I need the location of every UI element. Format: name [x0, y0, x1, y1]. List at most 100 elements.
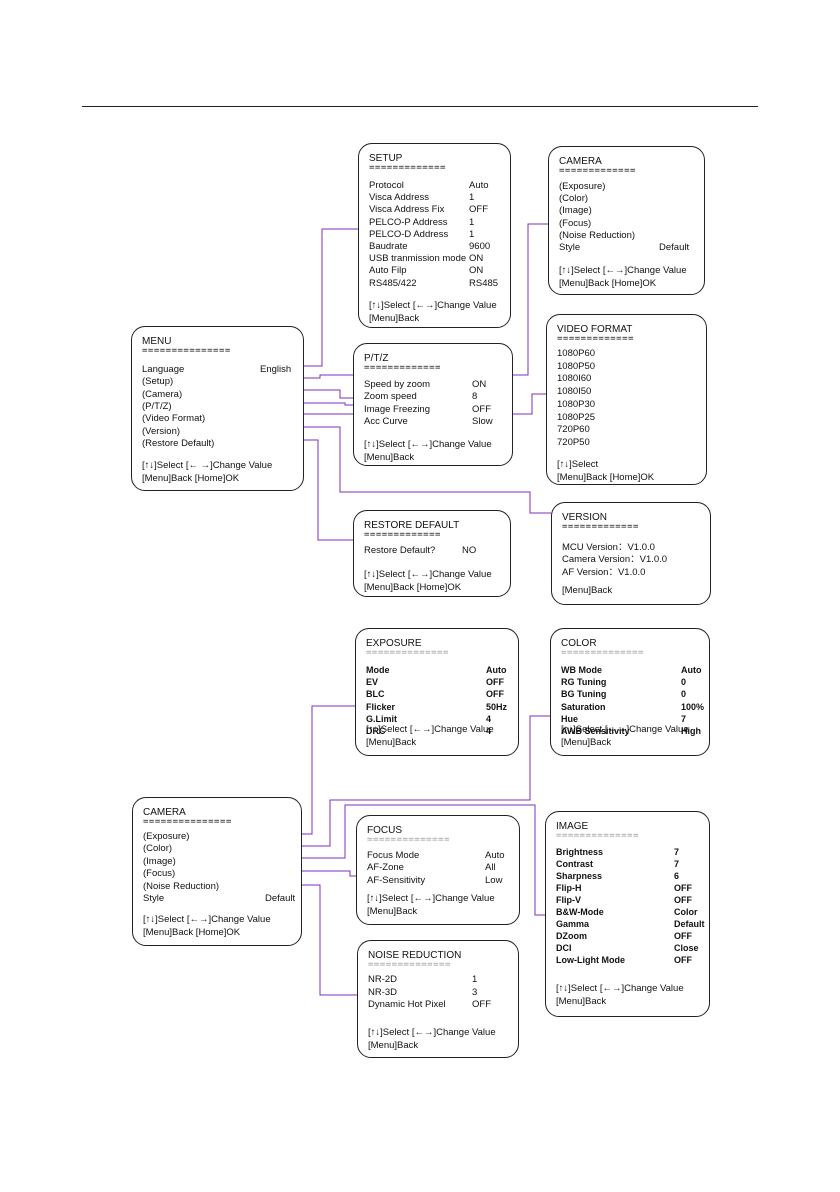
menu-row[interactable]: (Focus): [143, 868, 293, 880]
row-value: 1: [469, 216, 475, 228]
menu-title: MENU: [142, 336, 172, 347]
menu-row[interactable]: (P/T/Z): [142, 401, 295, 413]
menu-row[interactable]: (Image): [143, 856, 293, 868]
footer-hint: [↑↓]Select [←→]Change Value: [364, 439, 492, 450]
row-value: 7: [674, 847, 680, 857]
footer-hint: [Menu]Back [Home]OK: [557, 471, 655, 483]
menu-row[interactable]: Restore Default?NO: [364, 545, 502, 557]
menu-row[interactable]: (Camera): [142, 389, 295, 401]
row-label: Brightness: [556, 847, 604, 857]
row-label: DRC: [366, 726, 386, 736]
menu-row[interactable]: (Noise Reduction): [143, 881, 293, 893]
footer-hint: [Menu]Back: [562, 585, 613, 596]
menu-row[interactable]: (Exposure): [143, 831, 293, 843]
row-label: MCU Version：V1.0.0: [562, 542, 655, 553]
row-value: OFF: [472, 403, 491, 415]
footer-hint: [↑↓]Select [←→]Change Value: [367, 893, 495, 904]
row-label: Style: [143, 893, 165, 904]
menu-row[interactable]: (Exposure): [559, 181, 696, 193]
footer-hint: [Menu]Back: [561, 736, 612, 748]
menu-row[interactable]: (Video Format): [142, 413, 295, 425]
menu-row: 720P50: [557, 437, 698, 449]
menu-row[interactable]: (Version): [142, 426, 295, 438]
separator-line: =============: [557, 334, 634, 344]
row-label: (Image): [143, 855, 176, 867]
separator-line: =============: [364, 530, 441, 540]
menu-row[interactable]: Brightness 7: [556, 847, 701, 859]
row-label: Flip-V: [556, 895, 581, 905]
row-label: DCI: [556, 943, 572, 953]
row-label: 1080I60: [557, 373, 592, 385]
version-title: VERSION: [562, 512, 608, 523]
setup-title: SETUP: [369, 153, 403, 164]
row-value: 9600: [469, 241, 491, 252]
row-label: (Camera): [142, 388, 183, 400]
menu-row[interactable]: (Image): [559, 205, 696, 217]
menu-row: 1080I60: [557, 373, 698, 385]
footer-hint: [↑↓]Select [←→]Change Value: [556, 983, 684, 994]
row-label: (Focus): [143, 868, 176, 880]
row-label: Speed by zoom: [364, 379, 431, 390]
menu-row[interactable]: (Color): [143, 843, 293, 855]
row-label: RG Tuning: [561, 677, 607, 688]
row-value: NO: [462, 545, 477, 556]
menu-row: 1080P50: [557, 361, 698, 373]
menu-row[interactable]: (Restore Default): [142, 438, 295, 450]
menu-row[interactable]: (Color): [559, 193, 696, 205]
camera-top-title: CAMERA: [559, 156, 602, 167]
menu-row[interactable]: (Focus): [559, 218, 696, 230]
menu-row[interactable]: (Setup): [142, 376, 295, 388]
menu-row[interactable]: (Noise Reduction): [559, 230, 696, 242]
row-value: 1: [469, 192, 475, 204]
separator-line: ==============: [368, 960, 451, 970]
separator-line: ==============: [367, 835, 450, 845]
footer-hint: [Menu]Back [Home]OK: [143, 926, 241, 938]
footer-hint: [Menu]Back: [364, 451, 415, 463]
